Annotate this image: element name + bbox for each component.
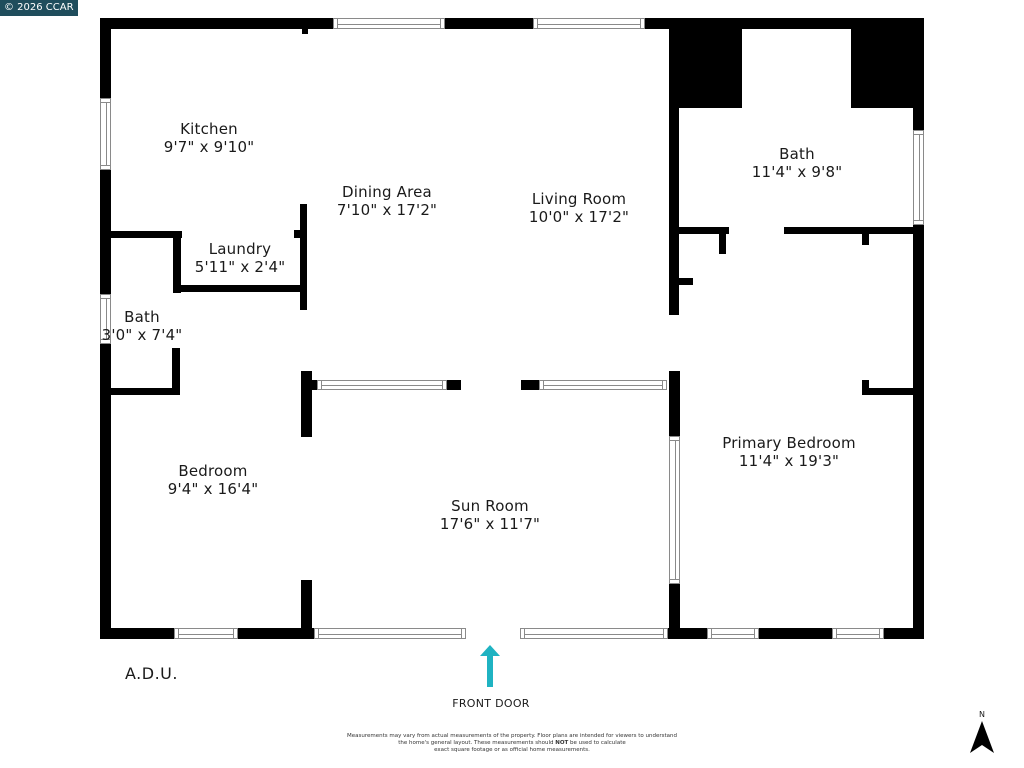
- window-large-bath: [913, 130, 924, 225]
- wall-sunroom-top-mid1: [447, 380, 461, 390]
- wall-laundry-bottom: [173, 285, 306, 292]
- room-dims: 17'6" x 11'7": [439, 515, 541, 533]
- plan-label: A.D.U.: [125, 664, 178, 683]
- wall-stub: [302, 29, 308, 34]
- wall-sunroom-right-top: [669, 371, 680, 436]
- north-arrow-icon: [970, 721, 994, 753]
- wall-sunroom-top-left: [301, 380, 317, 390]
- wall-closet-stub: [862, 234, 869, 245]
- disclaimer-text: be used to calculate: [568, 740, 626, 746]
- wall-sunroom-right-bottom: [669, 584, 680, 639]
- window-primary-1: [707, 628, 759, 639]
- room-name: Kitchen: [180, 120, 238, 138]
- room-large-bath: Bath 11'4" x 9'8": [752, 145, 843, 181]
- room-laundry: Laundry 5'11" x 2'4": [195, 240, 286, 276]
- disclaimer-line-2: the home's general layout. These measure…: [347, 740, 677, 747]
- wall-bath-right: [172, 348, 180, 395]
- window-sunroom-right: [669, 436, 680, 584]
- room-name: Primary Bedroom: [722, 434, 856, 452]
- wall-living-stub-2: [679, 278, 693, 285]
- room-dims: 5'11" x 2'4": [194, 258, 286, 276]
- wall-laundry-right: [300, 204, 307, 310]
- wall-bath-bottom: [100, 388, 180, 395]
- wall-closet-bottom: [862, 388, 924, 395]
- wall-bath-bottom-left: [679, 227, 729, 234]
- room-name: Dining Area: [342, 183, 432, 201]
- room-living-room: Living Room 10'0" x 17'2": [529, 190, 629, 226]
- room-name: Laundry: [208, 240, 272, 258]
- room-dims: 7'10" x 17'2": [336, 201, 438, 219]
- disclaimer-emphasis: NOT: [555, 740, 569, 746]
- window-primary-2: [832, 628, 884, 639]
- room-dims: 9'7" x 9'10": [163, 138, 255, 156]
- room-dims: 3'0" x 7'4": [101, 326, 183, 344]
- arrow-up-icon: [480, 645, 500, 687]
- wall-closet-left: [862, 380, 869, 395]
- wall-bedroom-right-top: [301, 371, 312, 437]
- wall-kitchen-bath: [100, 231, 182, 238]
- room-bedroom: Bedroom 9'4" x 16'4": [168, 462, 259, 498]
- room-name: Bath: [779, 145, 815, 163]
- wall-right: [913, 18, 924, 639]
- north-label: N: [979, 710, 985, 719]
- wall-bath-bottom-right: [784, 227, 924, 234]
- window-top-2: [533, 18, 645, 29]
- bath-fixture-left: [674, 18, 742, 108]
- room-name: Bath: [124, 308, 160, 326]
- window-sunroom-1: [314, 628, 466, 639]
- front-door-opening[interactable]: [466, 628, 520, 639]
- room-name: Sun Room: [451, 497, 529, 515]
- room-dims: 11'4" x 9'8": [751, 163, 843, 181]
- window-small-bath: [100, 294, 111, 344]
- room-name: Bedroom: [178, 462, 248, 480]
- disclaimer-line-3: exact square footage or as official home…: [434, 747, 590, 753]
- wall-sunroom-top-mid2: [521, 380, 539, 390]
- wall-laundry-left: [173, 231, 181, 293]
- disclaimer-line-1: Measurements may vary from actual measur…: [347, 733, 677, 739]
- compass: N: [968, 710, 996, 755]
- room-name: Living Room: [531, 190, 627, 208]
- wall-bedroom-right-bottom: [301, 580, 312, 638]
- window-top-1: [333, 18, 445, 29]
- copyright-badge: © 2026 CCAR: [0, 0, 78, 16]
- wall-bath-door-stub: [719, 227, 726, 254]
- bath-fixture-right: [851, 18, 924, 108]
- room-dining-area: Dining Area 7'10" x 17'2": [337, 183, 437, 219]
- window-sunroom-2: [520, 628, 668, 639]
- room-primary-bedroom: Primary Bedroom 11'4" x 19'3": [722, 434, 856, 470]
- room-dims: 9'4" x 16'4": [167, 480, 259, 498]
- wall-laundry-stub: [294, 230, 302, 238]
- window-sunroom-top-2: [539, 380, 667, 390]
- window-sunroom-top-1: [317, 380, 447, 390]
- window-kitchen: [100, 98, 111, 170]
- window-bedroom: [174, 628, 238, 639]
- room-kitchen: Kitchen 9'7" x 9'10": [164, 120, 255, 156]
- room-dims: 10'0" x 17'2": [528, 208, 630, 226]
- wall-top: [100, 18, 924, 29]
- front-door-label: FRONT DOOR: [452, 697, 530, 710]
- room-dims: 11'4" x 19'3": [738, 452, 840, 470]
- room-sun-room: Sun Room 17'6" x 11'7": [440, 497, 540, 533]
- disclaimer-text: the home's general layout. These measure…: [398, 740, 556, 746]
- wall-living-right: [669, 18, 679, 315]
- room-small-bath: Bath 3'0" x 7'4": [102, 308, 183, 344]
- disclaimer: Measurements may vary from actual measur…: [347, 733, 677, 754]
